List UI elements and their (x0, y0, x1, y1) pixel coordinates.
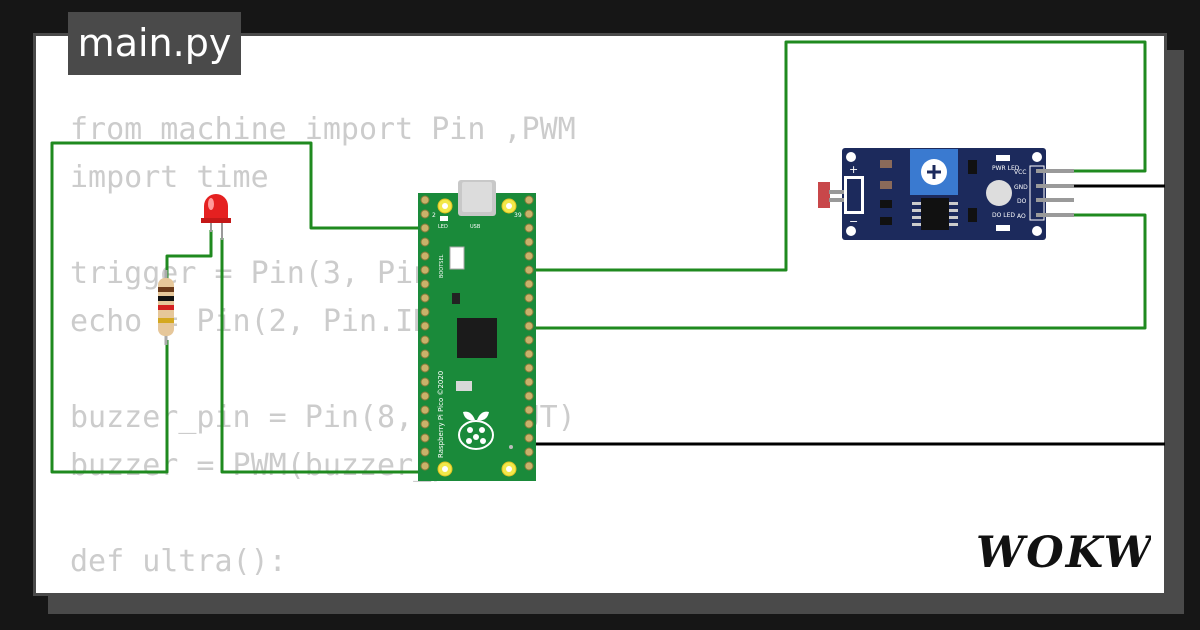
pico-pin-pad[interactable] (524, 279, 534, 289)
pico-pin-pad[interactable] (420, 251, 430, 261)
pico-pin-pad[interactable] (420, 447, 430, 457)
pico-pin-pad[interactable] (420, 349, 430, 359)
pico-pin-pad[interactable] (420, 209, 430, 219)
led-red[interactable] (201, 194, 231, 240)
pico-pin-pad[interactable] (524, 321, 534, 331)
pico-pin-pad[interactable] (420, 223, 430, 233)
code-line: def ultra(): (70, 544, 287, 579)
wire-led-cathode (220, 238, 427, 474)
wire-ao-to-pico (530, 213, 1147, 330)
pico-pin-pad[interactable] (524, 405, 534, 415)
pico-pin-pad[interactable] (524, 461, 534, 471)
sensor-pins (1036, 169, 1074, 217)
file-tab[interactable]: main.py (68, 12, 241, 75)
sensor-header-pin[interactable] (1036, 213, 1074, 217)
pico-pin-pad[interactable] (524, 433, 534, 443)
sensor-plus-label: + (849, 163, 858, 176)
pico-pin-pad[interactable] (524, 419, 534, 429)
pico-pin-pad[interactable] (524, 349, 534, 359)
pico-pin-pad[interactable] (420, 237, 430, 247)
pwr-led-label: PWR LED (992, 165, 1020, 172)
code-line: import time (70, 160, 269, 195)
pico-pin-pad[interactable] (420, 405, 430, 415)
light-sensor-module[interactable]: + − PWR LED DO LED VCC GND DO AO (818, 148, 1074, 240)
pico-pin-pad[interactable] (420, 461, 430, 471)
wokwi-logo-text: WOKWi (976, 528, 1151, 575)
pico-pin-pad[interactable] (524, 363, 534, 373)
pico-pin-pad[interactable] (524, 391, 534, 401)
pico-pin-pad[interactable] (420, 391, 430, 401)
pico-pin-pad[interactable] (524, 237, 534, 247)
pico-label-led: LED (438, 224, 448, 230)
pico-pin-pad[interactable] (524, 265, 534, 275)
pico-pin-pad[interactable] (524, 209, 534, 219)
code-line: trigger.low() (70, 586, 576, 593)
pico-pin-pad[interactable] (524, 195, 534, 205)
pin-label-gnd: GND (1014, 184, 1028, 191)
pico-pin-pad[interactable] (524, 335, 534, 345)
raspberry-pi-pico[interactable]: 2 39 LED USB BOOTSEL Raspberry Pi Pico ©… (418, 180, 536, 481)
pico-label-2: 2 (432, 212, 436, 219)
pico-pin-pad[interactable] (524, 377, 534, 387)
pico-pin-pad[interactable] (420, 265, 430, 275)
wire-pico-to-vcc (530, 40, 1147, 272)
pico-pin-pad[interactable] (420, 307, 430, 317)
pico-pin-pad[interactable] (420, 293, 430, 303)
pin-label-do: DO (1017, 198, 1027, 205)
code-line: from machine import Pin ,PWM (70, 112, 576, 147)
pico-pin-pad[interactable] (420, 321, 430, 331)
pico-label-bootsel: BOOTSEL (439, 254, 445, 278)
pico-pin-pad[interactable] (524, 447, 534, 457)
pico-pin-pad[interactable] (420, 195, 430, 205)
pico-pins (420, 195, 534, 471)
pico-pin-pad[interactable] (524, 251, 534, 261)
pico-pin-pad[interactable] (524, 293, 534, 303)
do-led-label: DO LED (992, 212, 1015, 219)
sensor-minus-label: − (849, 215, 858, 228)
pico-pin-pad[interactable] (420, 419, 430, 429)
sensor-header-pin[interactable] (1036, 198, 1074, 202)
pico-pin-pad[interactable] (420, 433, 430, 443)
wire-gp2-to-left-loop (50, 141, 427, 474)
pico-label-usb: USB (470, 224, 481, 230)
pico-pin-pad[interactable] (420, 335, 430, 345)
pico-pin-pad[interactable] (420, 377, 430, 387)
resistor[interactable] (158, 270, 174, 345)
raspberry-logo-icon (458, 411, 494, 450)
sensor-header-pin[interactable] (1036, 184, 1074, 188)
pico-pin-pad[interactable] (524, 307, 534, 317)
sensor-header-pin[interactable] (1036, 169, 1074, 173)
pin-label-ao: AO (1017, 213, 1026, 220)
pico-label-39: 39 (514, 212, 522, 219)
wokwi-logo: WOKWi (976, 528, 1151, 575)
pico-pin-pad[interactable] (420, 279, 430, 289)
diagram-card: from machine import Pin ,PWM import time t… (33, 33, 1167, 596)
pico-pin-pad[interactable] (420, 363, 430, 373)
pin-label-vcc: VCC (1014, 169, 1026, 176)
pico-pin-pad[interactable] (524, 223, 534, 233)
wire-led-anode (165, 230, 213, 280)
code-line: buzzer = PWM(buzzer_pin) (70, 448, 504, 483)
pico-label-board: Raspberry Pi Pico ©2020 (437, 371, 445, 458)
